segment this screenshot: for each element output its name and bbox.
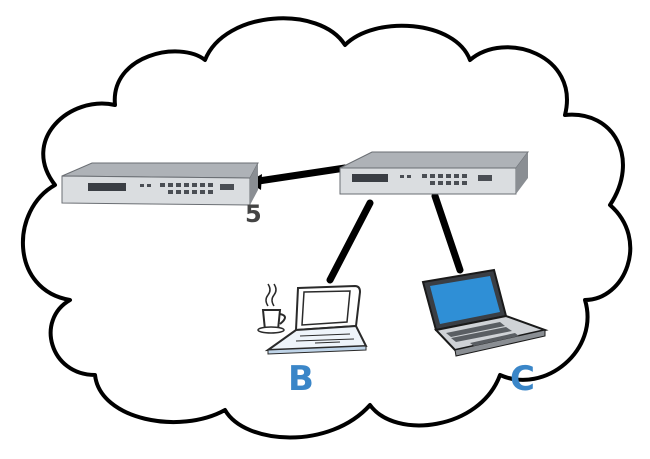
cloud-icon [21, 16, 633, 440]
laptop-icon [264, 284, 368, 355]
cable-switch-to-laptop-b [326, 199, 374, 284]
cable-switch-to-switch [248, 164, 349, 186]
port-label: 5 [245, 200, 262, 228]
laptop-b-label: B [288, 359, 314, 399]
network-switch-icon [61, 162, 259, 206]
network-switch-icon [339, 151, 529, 195]
laptop-icon [421, 268, 549, 357]
laptop-c-label: C [510, 359, 535, 399]
cable-switch-to-laptop-c [431, 192, 464, 274]
coffee-mug-icon [257, 283, 286, 334]
